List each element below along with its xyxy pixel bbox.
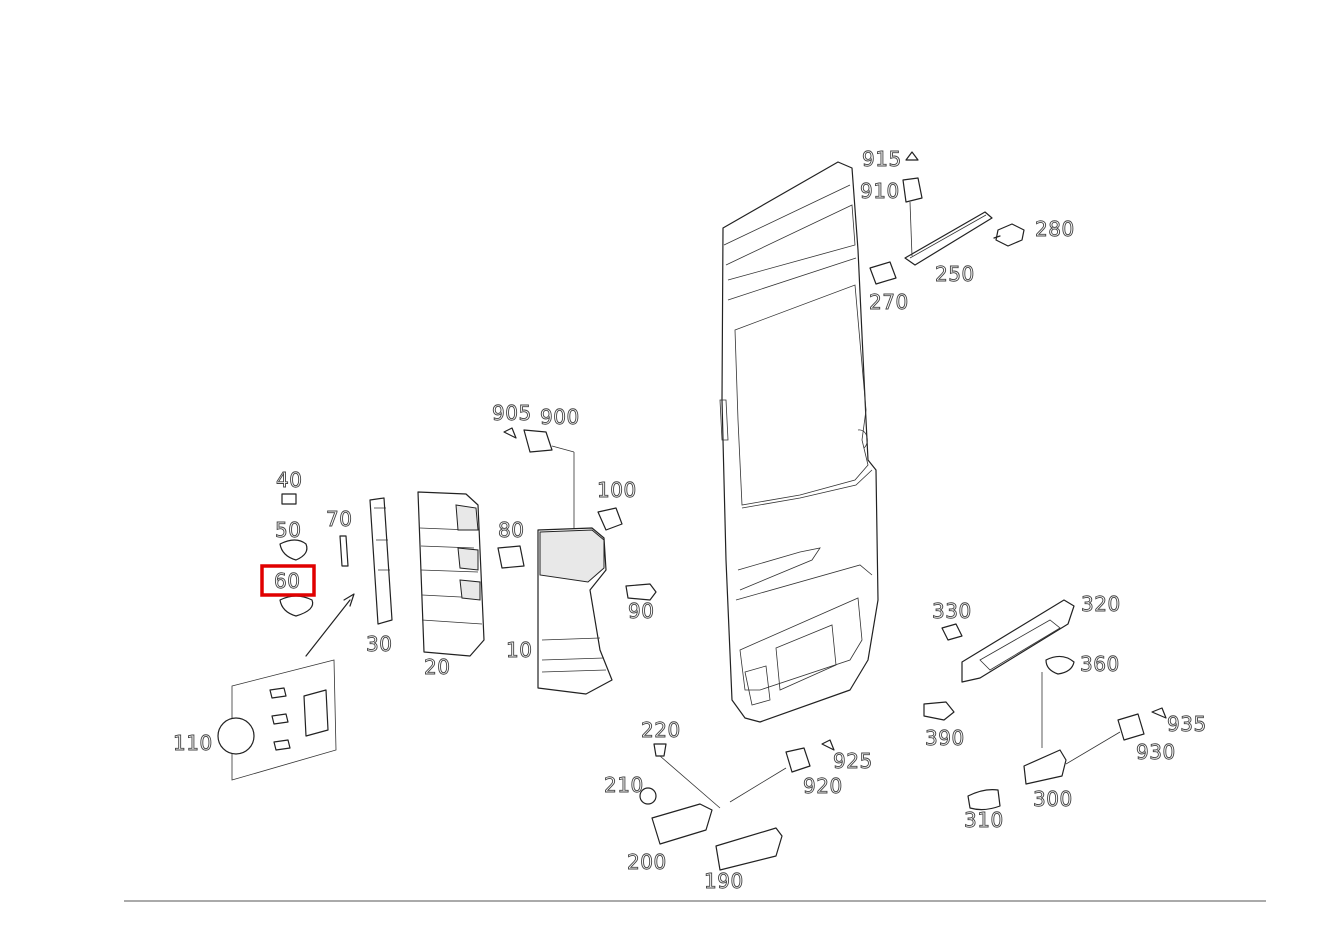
callout-320[interactable]: 320 [1081, 592, 1121, 617]
bulbs-drawing [279, 493, 314, 617]
callout-60[interactable]: 60 [274, 569, 301, 594]
callout-100[interactable]: 100 [597, 478, 637, 503]
callout-270[interactable]: 270 [869, 290, 909, 315]
door-handle-drawing [923, 599, 1167, 811]
lamp-housing-drawing [417, 491, 485, 657]
tail-light-drawing [503, 427, 613, 695]
callout-310[interactable]: 310 [964, 808, 1004, 833]
callout-280[interactable]: 280 [1035, 217, 1075, 242]
callout-80[interactable]: 80 [498, 518, 525, 543]
callout-70[interactable]: 70 [326, 507, 353, 532]
callout-935[interactable]: 935 [1167, 712, 1207, 737]
callout-925[interactable]: 925 [833, 749, 873, 774]
tool-kit-drawing [217, 659, 337, 781]
callout-40[interactable]: 40 [276, 468, 303, 493]
callout-250[interactable]: 250 [935, 262, 975, 287]
callout-390[interactable]: 390 [925, 726, 965, 751]
rear-door-drawing [719, 161, 879, 723]
callout-50[interactable]: 50 [275, 518, 302, 543]
callout-905[interactable]: 905 [492, 401, 532, 426]
callout-210[interactable]: 210 [604, 773, 644, 798]
callout-900[interactable]: 900 [540, 405, 580, 430]
callout-90[interactable]: 90 [628, 599, 655, 624]
callout-915[interactable]: 915 [862, 147, 902, 172]
callout-930[interactable]: 930 [1136, 740, 1176, 765]
callout-20[interactable]: 20 [424, 655, 451, 680]
reflector-drawing [639, 739, 835, 871]
callout-330[interactable]: 330 [932, 599, 972, 624]
selected-part-highlight [260, 564, 316, 597]
third-brake-light-drawing [869, 151, 1025, 285]
callout-110[interactable]: 110 [173, 731, 213, 756]
callout-190[interactable]: 190 [704, 869, 744, 894]
callout-360[interactable]: 360 [1080, 652, 1120, 677]
callout-920[interactable]: 920 [803, 774, 843, 799]
bulb-holder-drawing [305, 497, 393, 657]
callout-910[interactable]: 910 [860, 179, 900, 204]
callout-10[interactable]: 10 [506, 638, 533, 663]
callout-300[interactable]: 300 [1033, 787, 1073, 812]
callout-220[interactable]: 220 [641, 718, 681, 743]
callout-200[interactable]: 200 [627, 850, 667, 875]
small-parts-drawing [497, 507, 657, 601]
callout-30[interactable]: 30 [366, 632, 393, 657]
